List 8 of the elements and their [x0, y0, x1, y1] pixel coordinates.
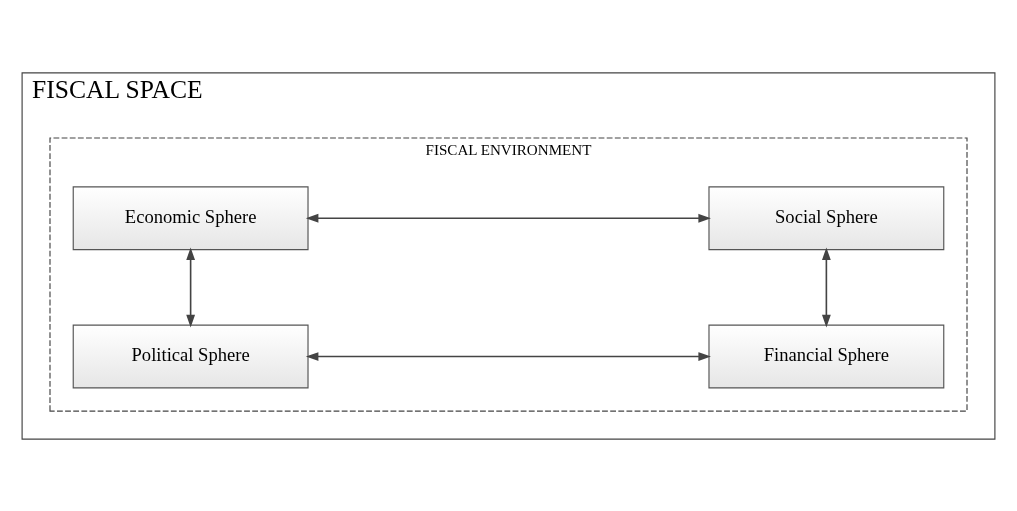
arrow: [305, 351, 711, 361]
node-box: Economic Sphere: [72, 185, 309, 250]
arrow: [305, 213, 711, 223]
arrow: [821, 246, 831, 327]
node-box: Political Sphere: [72, 324, 309, 388]
arrow: [186, 246, 196, 327]
node-box: Financial Sphere: [708, 324, 945, 388]
node-box: Social Sphere: [708, 185, 945, 250]
